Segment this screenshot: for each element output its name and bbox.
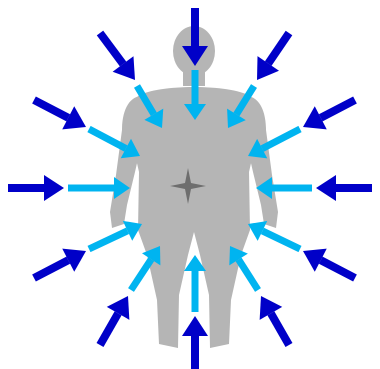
diagram-canvas [0, 0, 380, 369]
diagram [0, 0, 380, 369]
